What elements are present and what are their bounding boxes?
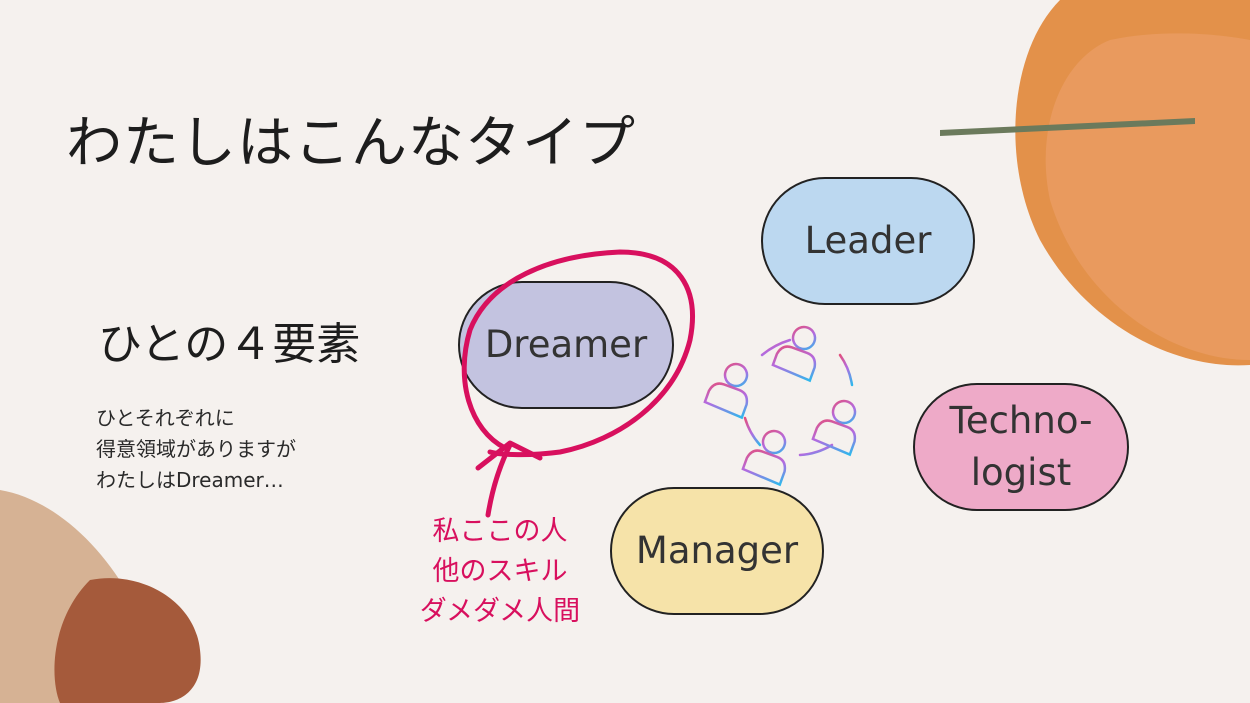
person-icon — [741, 429, 787, 487]
slide-subtitle: ひとの４要素 — [98, 319, 361, 370]
arrow-icon — [475, 440, 543, 518]
body-line: ひとそれぞれに — [96, 406, 235, 430]
slide-title: わたしはこんなタイプ — [66, 111, 636, 176]
role-pill-dreamer: Dreamer — [458, 281, 674, 409]
note-line: 私ここの人 — [432, 516, 568, 547]
role-label: Manager — [635, 529, 799, 572]
role-label: Techno- — [949, 399, 1093, 442]
role-label: Dreamer — [484, 323, 648, 366]
note-line: ダメダメ人間 — [419, 596, 581, 627]
note-line: 他のスキル — [432, 556, 568, 587]
body-text: ひとそれぞれに 得意領域がありますが わたしはDreamer… — [96, 403, 296, 496]
handwritten-note: 私ここの人 他のスキル ダメダメ人間 — [400, 512, 600, 632]
person-icon — [703, 362, 749, 420]
role-pill-leader: Leader — [761, 177, 975, 305]
body-line: わたしはDreamer… — [96, 468, 284, 492]
role-label: logist — [970, 451, 1072, 494]
person-icon — [771, 325, 817, 383]
brown-blob — [54, 578, 201, 703]
body-line: 得意領域がありますが — [96, 437, 296, 461]
light-orange-blob — [1045, 33, 1250, 360]
role-pill-technologist: Techno-logist — [913, 383, 1129, 511]
role-label: Leader — [804, 219, 932, 262]
green-stroke — [940, 118, 1195, 136]
role-pill-manager: Manager — [610, 487, 824, 615]
person-icon — [811, 399, 857, 457]
